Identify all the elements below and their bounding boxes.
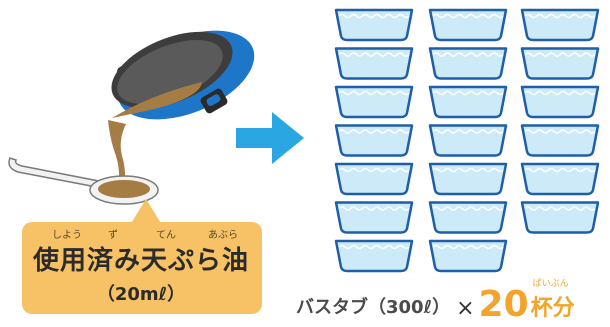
caption-times: × bbox=[456, 296, 475, 321]
frying-pan-icon bbox=[111, 30, 255, 120]
ruby-shiyou: しよう bbox=[52, 230, 82, 241]
caption-unit-ruby: ぱいぶん bbox=[532, 279, 569, 289]
bathtub-icon bbox=[428, 162, 508, 196]
caption-unit-group: ぱいぶん 杯分 bbox=[530, 279, 575, 322]
label-pointer bbox=[130, 199, 162, 225]
caption-tub-text: バスタブ（300ℓ） bbox=[296, 297, 451, 318]
bathtub-icon bbox=[428, 239, 508, 273]
ruby-abura: あぶら bbox=[208, 230, 238, 241]
bathtub-icon bbox=[520, 124, 600, 157]
bathtub-icon bbox=[334, 201, 414, 234]
bathtub-icon bbox=[428, 85, 508, 119]
bathtub-icon bbox=[334, 8, 414, 42]
bathtub-grid bbox=[334, 8, 600, 273]
ladle-icon bbox=[8, 157, 159, 205]
bathtub-icon bbox=[334, 239, 414, 273]
bathtub-caption: バスタブ（300ℓ） × 20 ぱいぶん 杯分 bbox=[296, 279, 575, 325]
oil-label-ruby: しよう ず てん あぶら bbox=[52, 226, 252, 241]
bathtub-icon bbox=[428, 8, 508, 42]
bathtub-icon bbox=[334, 124, 414, 157]
caption-count: 20 bbox=[478, 284, 529, 325]
ruby-ten: てん bbox=[156, 230, 176, 241]
oil-stream bbox=[108, 120, 126, 186]
bathtub-icon bbox=[520, 162, 600, 196]
bathtub-icon bbox=[428, 124, 508, 157]
bathtub-icon bbox=[520, 8, 600, 42]
bathtub-icon bbox=[334, 85, 414, 119]
bathtub-icon bbox=[520, 85, 600, 119]
bathtub-icon bbox=[334, 162, 414, 196]
caption-unit: 杯分 bbox=[530, 296, 575, 321]
bathtub-icon bbox=[520, 201, 600, 234]
right-arrow-icon bbox=[236, 112, 304, 164]
oil-label-text: 使用済み天ぷら油 bbox=[32, 246, 249, 276]
oil-label-box bbox=[22, 222, 262, 314]
bathtub-icon bbox=[428, 47, 508, 80]
bathtub-icon bbox=[428, 201, 508, 234]
oil-volume-text: （20mℓ） bbox=[96, 284, 186, 305]
ruby-zu: ず bbox=[108, 230, 118, 241]
bathtub-icon bbox=[520, 47, 600, 80]
bathtub-icon bbox=[334, 47, 414, 80]
